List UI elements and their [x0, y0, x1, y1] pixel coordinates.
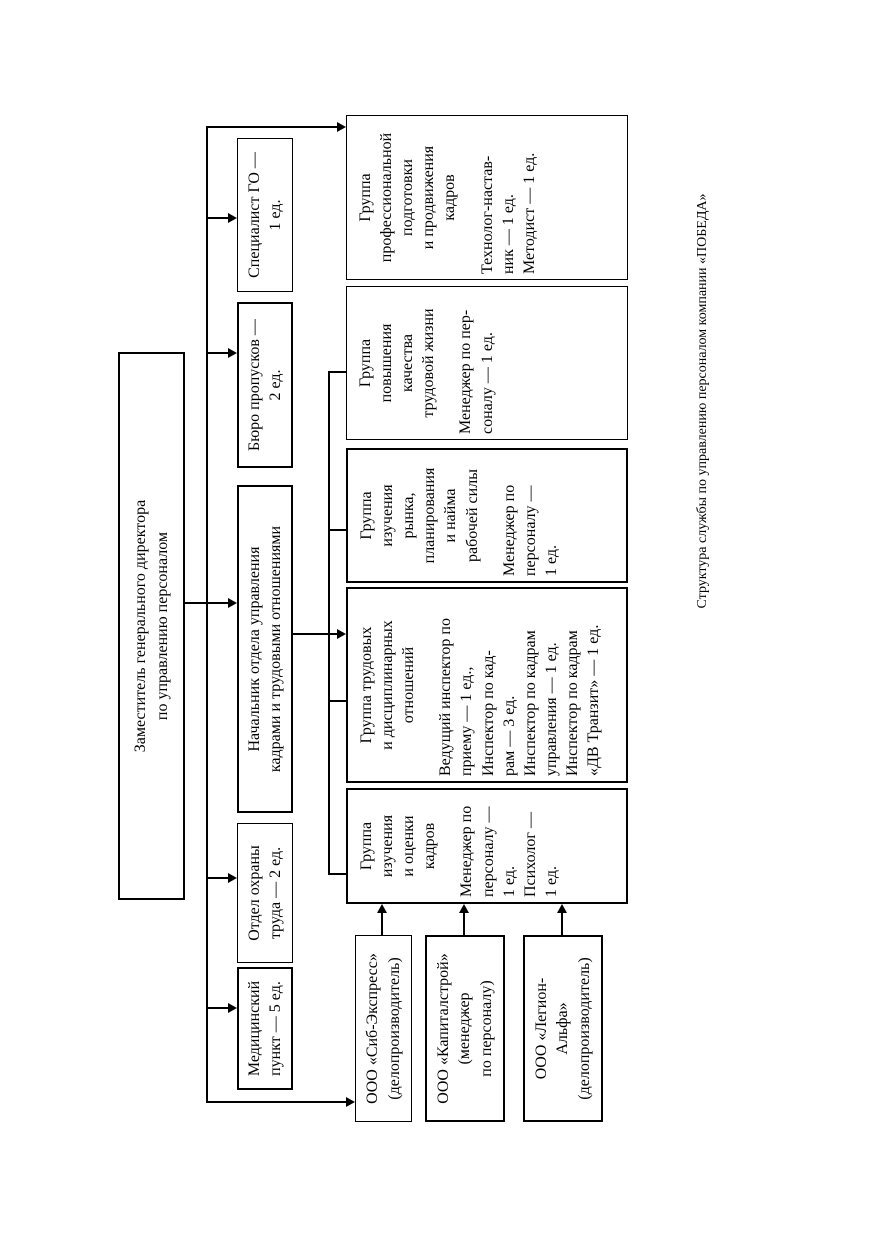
connector-line: [328, 529, 346, 531]
group-staff-list: Ведущий инспектор по приему — 1 ед., Инс…: [437, 618, 603, 776]
org-box-group-labor-discipline: Группа трудовых и дисциплинарных отношен…: [346, 587, 628, 783]
org-box-deputy-director: Заместитель генерального директора по уп…: [118, 352, 185, 900]
connector-line: [328, 700, 346, 702]
group-staff-list: Менеджер по пер- соналу — 1 ед.: [457, 309, 496, 434]
org-box-civil-defense-specialist: Специалист ГО — 1 ед.: [237, 138, 293, 292]
arrowhead-down-icon: [337, 122, 346, 132]
connector-line: [561, 913, 563, 935]
group-staff-list: Менеджер по персоналу — 1 ед.: [500, 484, 560, 576]
arrowhead-down-icon: [228, 598, 237, 608]
org-box-pass-bureau: Бюро пропусков — 2 ед.: [237, 302, 293, 468]
group-title: Группа повышения качества трудовой жизни: [357, 308, 438, 418]
connector-line: [293, 633, 337, 635]
connector-main-line: [206, 126, 208, 1102]
arrowhead-down-icon: [228, 213, 237, 223]
org-box-group-personnel-evaluation: Группа изучения и оценки кадров Менеджер…: [346, 788, 628, 904]
connector-line: [206, 877, 228, 879]
group-title: Группа профессиональной подготовки и про…: [357, 132, 459, 263]
org-box-labor-safety: Отдел охраны труда — 2 ед.: [237, 823, 293, 963]
group-title: Группа трудовых и дисциплинарных отношен…: [358, 620, 418, 750]
hr-department-head-label: Начальник отдела управления кадрами и тр…: [245, 525, 284, 773]
arrowhead-down-icon: [228, 1003, 237, 1013]
group-title: Группа изучения рынка, планирования и на…: [358, 467, 481, 564]
org-box-group-market-study-hiring: Группа изучения рынка, планирования и на…: [346, 448, 628, 583]
org-box-contractor-sib-express: ООО «Сиб-Экспресс» (делопроизводитель): [355, 935, 412, 1122]
org-box-contractor-legion-alfa: ООО «Легион- Альфа» (делопроизводитель): [523, 935, 603, 1122]
arrowhead-right-icon: [459, 904, 469, 913]
civil-defense-label: Специалист ГО — 1 ед.: [245, 152, 284, 278]
arrowhead-down-icon: [228, 873, 237, 883]
contractor-label: ООО «Легион- Альфа» (делопроизводитель): [533, 957, 593, 1100]
connector-line: [185, 602, 228, 604]
org-box-medical-point: Медицинский пункт — 5 ед.: [237, 967, 293, 1090]
group-staff-list: Технолог-настав- ник — 1 ед. Методист — …: [478, 152, 538, 274]
contractor-label: ООО «Капиталстрой» (менеджер по персонал…: [435, 953, 495, 1104]
connector-line: [206, 352, 228, 354]
org-box-hr-department-head: Начальник отдела управления кадрами и тр…: [237, 485, 293, 813]
connector-line: [206, 217, 228, 219]
connector-line: [463, 913, 465, 935]
org-box-group-professional-training: Группа профессиональной подготовки и про…: [346, 115, 628, 280]
deputy-director-label: Заместитель генерального директора по уп…: [132, 499, 171, 753]
labor-safety-label: Отдел охраны труда — 2 ед.: [245, 845, 284, 941]
medical-point-label: Медицинский пункт — 5 ед.: [245, 980, 284, 1077]
pass-bureau-label: Бюро пропусков — 2 ед.: [245, 319, 284, 451]
arrowhead-right-icon: [557, 904, 567, 913]
connector-line: [206, 1101, 346, 1103]
arrowhead-down-icon: [228, 348, 237, 358]
connector-line: [328, 873, 346, 875]
figure-caption: Структура службы по управлению персонало…: [695, 193, 710, 609]
arrowhead-down-icon: [346, 1097, 355, 1107]
connector-line: [381, 913, 383, 935]
connector-line: [328, 371, 346, 373]
arrowhead-right-icon: [377, 904, 387, 913]
connector-groups-line: [328, 371, 330, 875]
contractor-label: ООО «Сиб-Экспресс» (делопроизводитель): [364, 953, 403, 1104]
connector-line: [206, 126, 337, 128]
group-staff-list: Менеджер по персоналу — 1 ед. Психолог —…: [458, 805, 560, 897]
connector-line: [206, 1007, 228, 1009]
group-title: Группа изучения и оценки кадров: [358, 814, 439, 878]
org-box-contractor-kapitalstroy: ООО «Капиталстрой» (менеджер по персонал…: [425, 935, 505, 1122]
org-box-group-work-life-quality: Группа повышения качества трудовой жизни…: [346, 286, 628, 440]
arrowhead-down-icon: [337, 629, 346, 639]
